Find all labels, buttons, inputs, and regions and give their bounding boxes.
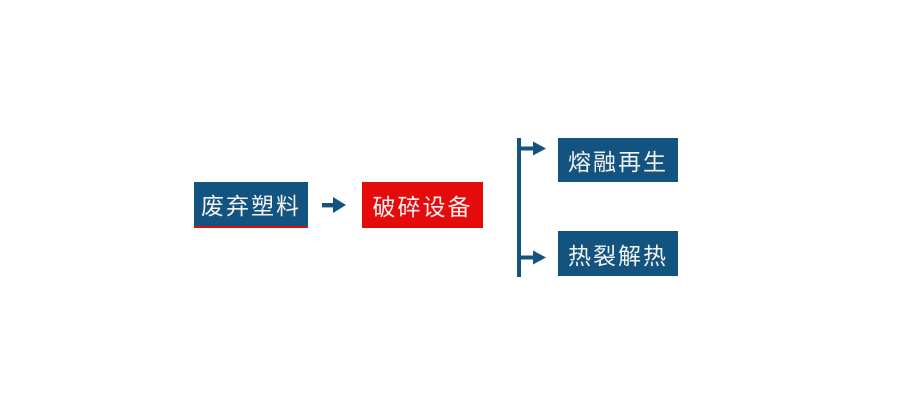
node-waste-plastic-label: 废弃塑料 bbox=[201, 193, 301, 219]
arrow-right-icon bbox=[520, 250, 546, 265]
node-pyrolysis-heat-label: 热裂解热 bbox=[568, 242, 668, 269]
arrow-right-icon bbox=[520, 141, 546, 156]
node-crushing-equipment: 破碎设备 bbox=[362, 182, 483, 228]
branch-connector-line bbox=[517, 138, 521, 277]
node-melt-regeneration-label: 熔融再生 bbox=[568, 149, 668, 175]
node-crushing-equipment-label: 破碎设备 bbox=[372, 194, 473, 220]
node-pyrolysis-heat: 热裂解热 bbox=[558, 231, 678, 276]
node-melt-regeneration: 熔融再生 bbox=[558, 138, 678, 182]
arrow-right-icon bbox=[322, 197, 346, 213]
node-waste-plastic: 废弃塑料 bbox=[194, 182, 308, 228]
